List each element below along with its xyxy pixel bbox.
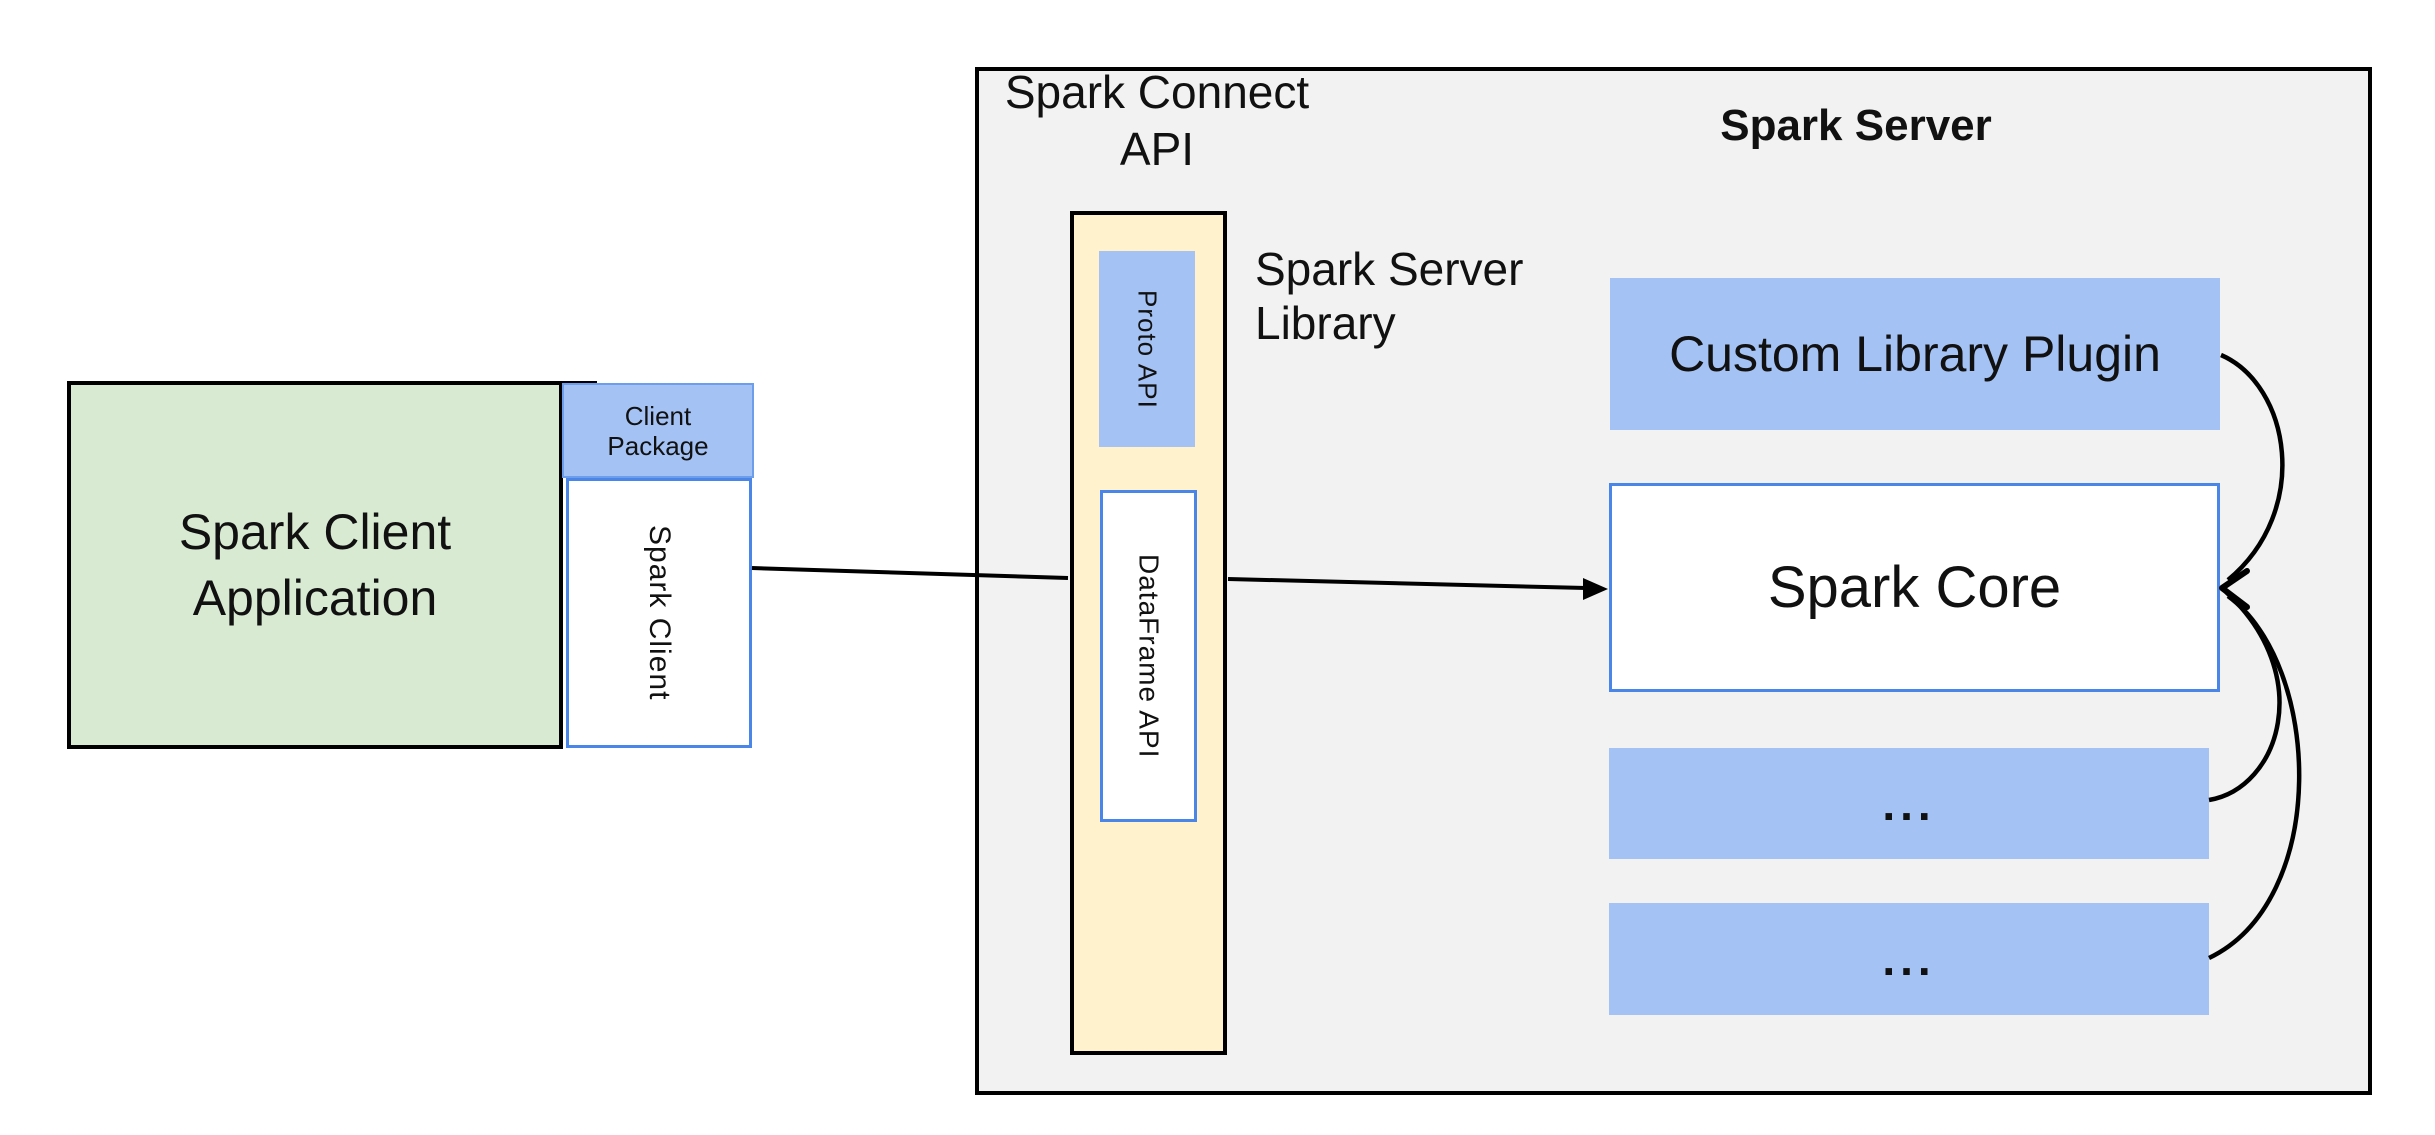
proto-api-box: Proto API (1099, 251, 1195, 447)
dataframe-api-box: DataFrame API (1100, 490, 1197, 822)
client-package-box: Client Package (562, 383, 754, 478)
proto-api-label: Proto API (1132, 289, 1163, 409)
custom-library-plugin-box: Custom Library Plugin (1610, 278, 2220, 430)
dataframe-api-label: DataFrame API (1133, 553, 1165, 759)
spark-client-label: Spark Client (643, 525, 676, 701)
spark-core-box: Spark Core (1609, 483, 2220, 692)
spark-client-application-box: Spark Client Application (67, 381, 563, 749)
ellipsis-label-1: ... (1882, 777, 1936, 830)
spark-server-library-label: Spark Server Library (1255, 243, 1524, 349)
plugin-ellipsis-box-1: ... (1609, 748, 2209, 859)
spark-server-title: Spark Server (1720, 101, 1992, 150)
spark-client-box: Spark Client (566, 478, 752, 748)
spark-connect-api-label: Spark Connect API (1004, 66, 1310, 175)
plugin-ellipsis-box-2: ... (1609, 903, 2209, 1015)
ellipsis-label-2: ... (1882, 933, 1936, 985)
